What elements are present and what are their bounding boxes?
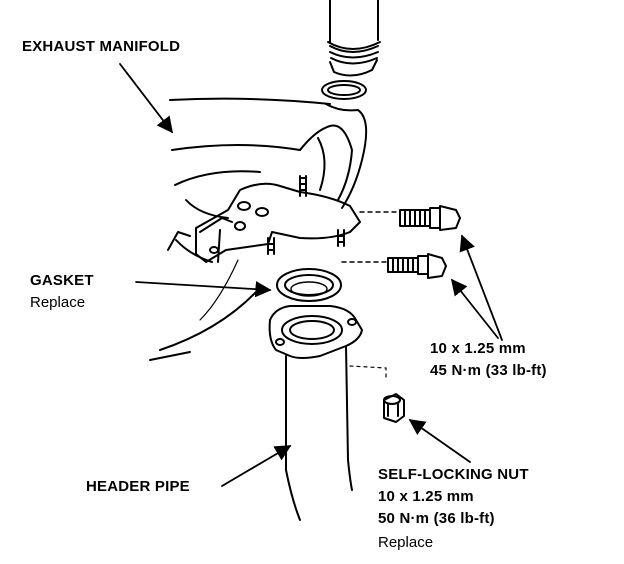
- self-locking-nut: [383, 393, 405, 423]
- header-pipe-flange: [268, 305, 363, 359]
- exhaust-manifold-body: [167, 97, 368, 263]
- nut-torque-label: 50 N·m (36 lb-ft): [378, 510, 495, 527]
- gasket-label: GASKET: [30, 272, 94, 289]
- exhaust-manifold-label: EXHAUST MANIFOLD: [22, 38, 181, 55]
- nut-arrow: [408, 419, 471, 463]
- leader-arrows: [119, 63, 503, 487]
- header-pipe-arrow: [221, 445, 292, 487]
- upper-ring-gasket: [321, 80, 367, 100]
- manifold-flange: [195, 175, 361, 263]
- nut-note: Replace: [378, 534, 434, 551]
- gasket-arrow: [135, 281, 272, 298]
- bolt-size-label: 10 x 1.25 mm: [430, 340, 526, 357]
- nut-title-label: SELF-LOCKING NUT: [378, 466, 529, 483]
- gasket-note: Replace: [30, 294, 86, 311]
- header-pipe-body: [285, 345, 387, 521]
- exhaust-gasket: [276, 268, 342, 302]
- header-pipe-label: HEADER PIPE: [86, 478, 190, 495]
- bolt-arrow-upper: [459, 234, 503, 341]
- bolt-torque-label: 45 N·m (33 lb-ft): [430, 362, 547, 379]
- lower-bolt: [341, 253, 447, 279]
- bolt-arrow-lower: [450, 278, 499, 339]
- nut-size-label: 10 x 1.25 mm: [378, 488, 474, 505]
- upper-pipe: [327, 0, 381, 77]
- support-lines: [149, 259, 259, 361]
- exhaust-manifold-arrow: [119, 63, 173, 134]
- upper-bolt: [359, 205, 461, 231]
